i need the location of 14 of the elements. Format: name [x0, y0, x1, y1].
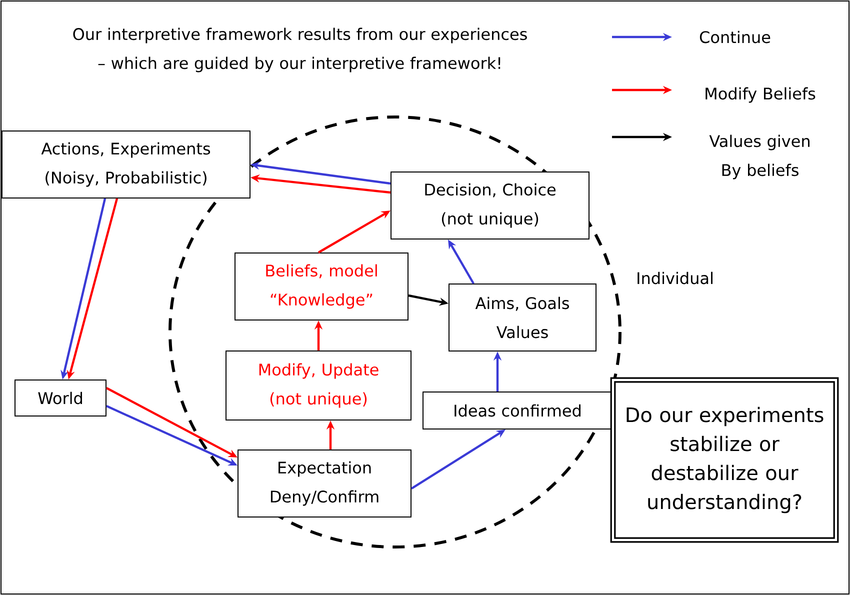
process-box: Beliefs, model “Knowledge”: [234, 252, 408, 320]
title: Our interpretive framework results from our experiences – which are guided by our interpretive framework!: [73, 28, 527, 72]
legend-text: Values given By beliefs: [709, 134, 810, 180]
process-box: Expectation Deny/Confirm: [238, 450, 412, 518]
process-box: Ideas confirmed: [422, 392, 612, 430]
process-box: Aims, Goals Values: [448, 284, 596, 352]
region-label: Individual: [638, 272, 712, 284]
process-box: Decision, Choice (not unique): [390, 172, 590, 240]
legend-text: Continue: [700, 30, 770, 44]
question-box: Do our experiments stabilize or destabilize our understanding?: [610, 377, 839, 543]
process-box: World: [14, 380, 106, 416]
legend-text: Modify Beliefs: [706, 87, 816, 103]
process-box: Modify, Update (not unique): [226, 350, 412, 420]
process-box: Actions, Experiments (Noisy, Probabilistic): [2, 130, 250, 198]
